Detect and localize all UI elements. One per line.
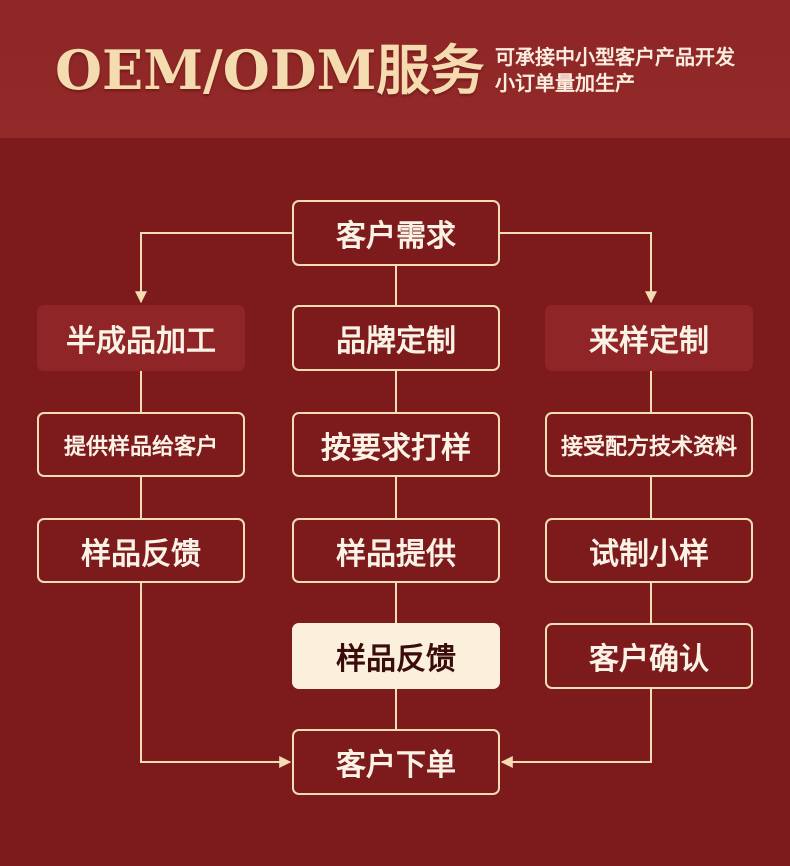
node-start: 客户需求 bbox=[292, 200, 500, 266]
connector-start-left bbox=[135, 232, 292, 304]
subtitle-line-1: 可承接中小型客户产品开发 bbox=[495, 45, 735, 69]
node-right-3: 试制小样 bbox=[545, 518, 753, 583]
node-center-2: 按要求打样 bbox=[292, 412, 500, 477]
node-right-1: 来样定制 bbox=[545, 305, 753, 371]
connector-start-right bbox=[500, 232, 657, 304]
page-subtitle: 可承接中小型客户产品开发 小订单量加生产 bbox=[495, 44, 775, 96]
header-banner: OEM/ODM服务 可承接中小型客户产品开发 小订单量加生产 bbox=[0, 0, 790, 138]
node-end: 客户下单 bbox=[292, 729, 500, 795]
node-center-3: 样品提供 bbox=[292, 518, 500, 583]
page-title: OEM/ODM服务 bbox=[55, 38, 485, 102]
node-center-1: 品牌定制 bbox=[292, 305, 500, 371]
connector-right-end bbox=[500, 689, 652, 768]
node-left-3: 样品反馈 bbox=[37, 518, 245, 583]
connector-left-end bbox=[140, 583, 292, 768]
subtitle-line-2: 小订单量加生产 bbox=[495, 71, 635, 95]
node-left-2: 提供样品给客户 bbox=[37, 412, 245, 477]
node-center-4: 样品反馈 bbox=[292, 623, 500, 689]
node-left-1: 半成品加工 bbox=[37, 305, 245, 371]
node-right-4: 客户确认 bbox=[545, 623, 753, 689]
node-right-2: 接受配方技术资料 bbox=[545, 412, 753, 477]
